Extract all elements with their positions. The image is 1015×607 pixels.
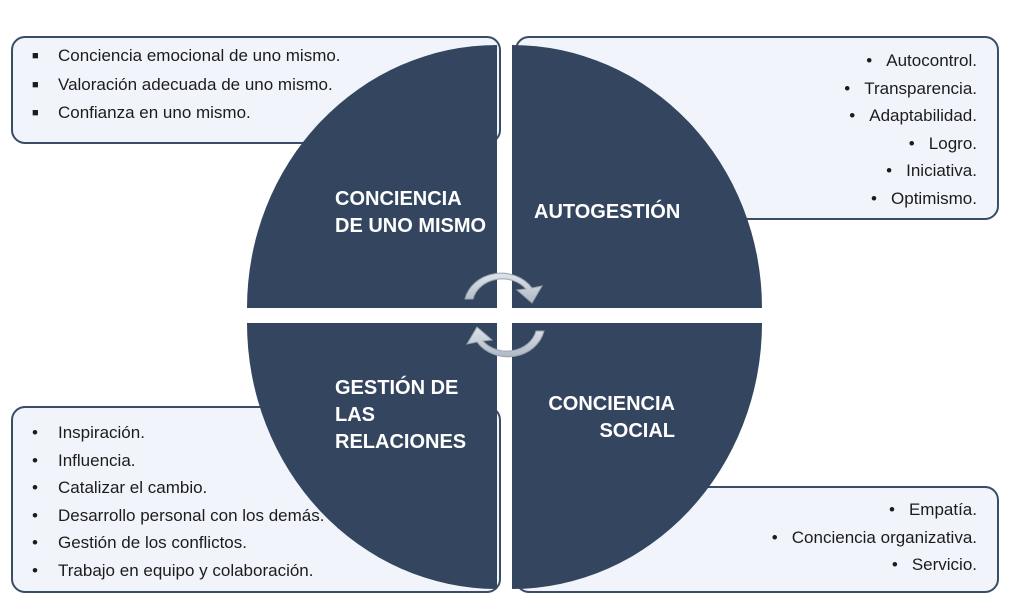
title-gestion-de-las-relaciones: GESTIÓN DE LAS RELACIONES (335, 377, 467, 453)
quadrant-bottom-right (512, 323, 762, 589)
list-item: •Iniciativa. (844, 157, 977, 185)
list-item: •Logro. (844, 130, 977, 158)
round-bullet-icon: • (844, 78, 851, 98)
list-item: •Servicio. (772, 551, 977, 579)
round-bullet-icon: • (32, 560, 38, 580)
list-item: •Transparencia. (844, 75, 977, 103)
list-item: •Influencia. (32, 447, 324, 475)
list-item: •Autocontrol. (844, 47, 977, 75)
quadrant-bottom-left (247, 323, 497, 589)
round-bullet-icon: • (891, 555, 898, 574)
round-bullet-icon: • (908, 133, 915, 153)
cycle-arrow-top-icon (464, 272, 543, 304)
round-bullet-icon: • (866, 51, 873, 70)
list-item: •Empatía. (772, 496, 977, 524)
list-item: •Desarrollo personal con los demás. (32, 502, 324, 530)
title-conciencia-social: CONCIENCIA SOCIAL (548, 393, 675, 442)
square-bullet-icon: ■ (32, 50, 39, 62)
title-autogestion: AUTOGESTIÓN (534, 201, 681, 223)
list-item: •Optimismo. (844, 185, 977, 213)
list-autogestion: •Autocontrol. •Transparencia. •Adaptabil… (844, 47, 977, 212)
square-bullet-icon: ■ (32, 78, 39, 91)
list-item: ■Confianza en uno mismo. (32, 99, 341, 128)
square-bullet-icon: ■ (32, 107, 39, 119)
list-item: •Catalizar el cambio. (32, 474, 324, 502)
round-bullet-icon: • (888, 500, 895, 519)
round-bullet-icon: • (771, 527, 778, 547)
list-item: ■Conciencia emocional de uno mismo. (32, 42, 341, 71)
round-bullet-icon: • (32, 478, 38, 497)
round-bullet-icon: • (32, 505, 38, 525)
round-bullet-icon: • (849, 106, 856, 125)
quadrant-top-left (247, 45, 497, 308)
round-bullet-icon: • (871, 188, 877, 208)
round-bullet-icon: • (32, 450, 38, 470)
list-conciencia-social: •Empatía. •Conciencia organizativa. •Ser… (772, 496, 977, 579)
round-bullet-icon: • (886, 161, 893, 180)
list-item: •Adaptabilidad. (844, 102, 977, 130)
list-conciencia-de-uno-mismo: ■Conciencia emocional de uno mismo. ■Val… (32, 42, 341, 128)
list-item: •Conciencia organizativa. (772, 524, 977, 552)
list-item: •Gestión de los conflictos. (32, 529, 324, 557)
title-conciencia-de-uno-mismo: CONCIENCIA DE UNO MISMO (335, 188, 487, 237)
list-item: •Inspiración. (32, 419, 324, 447)
list-gestion-de-las-relaciones: •Inspiración. •Influencia. •Catalizar el… (32, 419, 324, 584)
round-bullet-icon: • (32, 423, 38, 442)
cycle-arrow-bottom-icon (466, 326, 545, 358)
quadrant-top-right (512, 45, 762, 308)
round-bullet-icon: • (32, 533, 38, 552)
list-item: ■Valoración adecuada de uno mismo. (32, 71, 341, 100)
list-item: •Trabajo en equipo y colaboración. (32, 557, 324, 585)
